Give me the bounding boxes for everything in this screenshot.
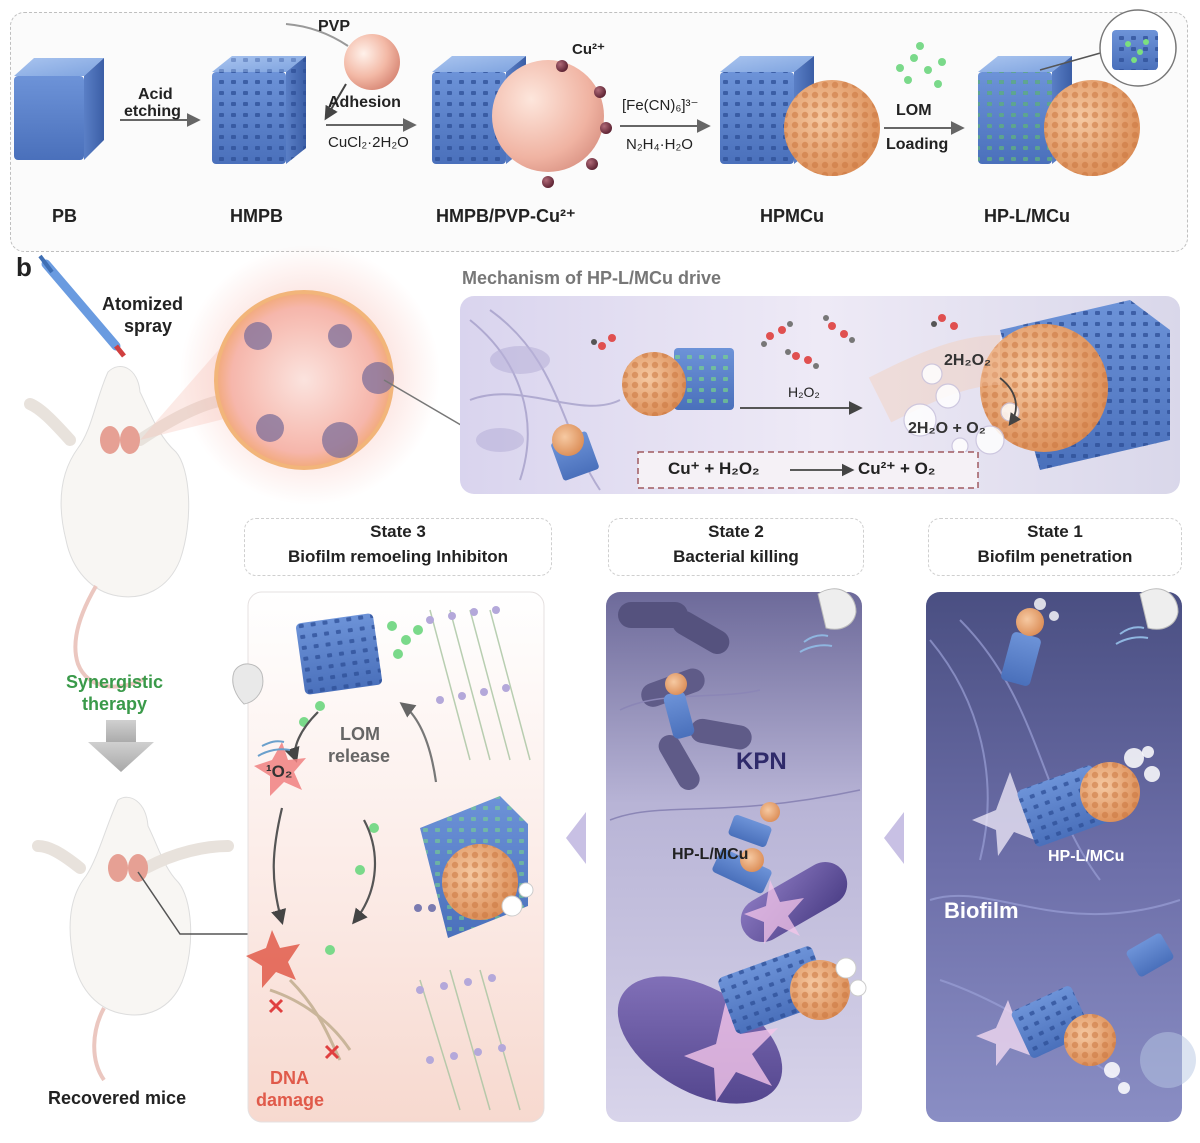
stage-label-pb: PB [52, 206, 78, 226]
two-h2o2-label: 2H₂O₂ [944, 352, 992, 369]
state2-header: State 2 Bacterial killing [608, 518, 864, 576]
state2-particle-label: HP-L/MCu [672, 846, 749, 863]
state3-graphics [232, 606, 534, 1111]
reaction-right-label: Cu²⁺ + O₂ [858, 459, 936, 478]
pvp-sphere-icon [344, 34, 400, 90]
state1-header: State 1 Biofilm penetration [928, 518, 1182, 576]
hpmcu-icon [720, 56, 880, 176]
recovered-mice-label: Recovered mice [48, 1088, 187, 1108]
state3-number: State 3 [370, 522, 426, 541]
state2-title: Bacterial killing [673, 547, 799, 566]
h2o2-molecules-icon [591, 314, 958, 369]
stage-label-hpmcu: HPMCu [760, 206, 824, 226]
cu-ion-label: Cu²⁺ [572, 41, 605, 58]
adhesion-arrow [324, 83, 347, 121]
decompose-arrow [999, 377, 1021, 427]
pvp-label: PVP [318, 18, 351, 35]
lom-label: LOM [896, 102, 932, 119]
adhesion-label: Adhesion [328, 94, 401, 111]
dna-line1: DNA [270, 1068, 309, 1088]
products-label: 2H₂O + O₂ [908, 420, 986, 437]
nanomotor-small-icon [551, 424, 599, 481]
state1-particle-label: HP-L/MCu [1048, 848, 1125, 865]
stage-label-hmpb: HMPB [230, 206, 283, 226]
lom-release-line2: release [328, 746, 391, 766]
hmpb-pvp-cu-icon [432, 56, 612, 188]
ferricyanide-label: [Fe(CN)₆]³⁻ [622, 97, 699, 114]
panel-b-letter: b [16, 252, 32, 282]
infected-mouse-icon [24, 366, 230, 689]
reaction-left-label: Cu⁺ + H₂O₂ [668, 459, 760, 478]
h2o2-label: H₂O₂ [788, 384, 820, 400]
spray-label: spray [124, 316, 173, 336]
mechanism-title: Mechanism of HP-L/MCu drive [462, 268, 722, 288]
state3-header: State 3 Biofilm remoeling Inhibiton [244, 518, 552, 576]
state2-number: State 2 [708, 522, 764, 541]
singlet-oxygen-label: ¹O₂ [266, 762, 293, 781]
hp-l-mcu-icon [978, 9, 1177, 176]
therapy-label: therapy [82, 694, 148, 714]
state3-title: Biofilm remoeling Inhibiton [287, 547, 509, 566]
therapy-down-arrow [88, 720, 154, 772]
kpn-label: KPN [736, 748, 787, 775]
state1-title: Biofilm penetration [977, 547, 1133, 566]
stage-label-hmpb-pvp-cu: HMPB/PVP-Cu²⁺ [436, 206, 576, 226]
pb-cube-icon [14, 58, 104, 160]
cucl2-label: CuCl₂·2H₂O [328, 134, 409, 151]
state1-graphics [929, 588, 1196, 1094]
flow-arrow-left [566, 812, 586, 864]
state1-number: State 1 [1027, 522, 1083, 541]
state1-card [926, 592, 1182, 1122]
hydrazine-label: N₂H₄·H₂O [626, 136, 693, 153]
dna-line2: damage [256, 1090, 325, 1110]
stage-label-hp-l-mcu: HP-L/MCu [984, 206, 1070, 226]
syringe-icon [38, 254, 126, 358]
hmpb-cube-icon [212, 56, 306, 164]
lom-molecules-icon [896, 42, 946, 88]
state2-graphics [609, 588, 867, 1104]
atomized-label: Atomized [102, 294, 183, 314]
synergistic-label: Synergistic [66, 672, 164, 692]
flow-arrow-right [884, 812, 904, 864]
nanomotor-icon [622, 348, 734, 416]
lom-release-line1: LOM [340, 724, 380, 744]
acid-label: Acid [138, 86, 173, 103]
loading-label: Loading [886, 136, 949, 153]
recovered-mouse-icon [32, 796, 250, 1082]
etching-label: etching [124, 103, 181, 120]
biofilm-label: Biofilm [944, 898, 1019, 923]
state3-card [247, 591, 545, 1123]
pvp-chain [285, 23, 349, 47]
biofilm-fibers-mech [469, 309, 621, 491]
infected-lung-icon [180, 245, 467, 505]
